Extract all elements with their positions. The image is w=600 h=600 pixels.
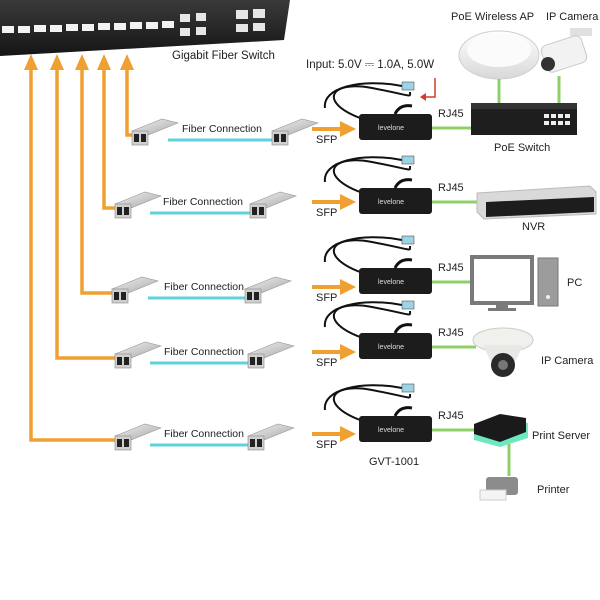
- sfp-module-switch-side: [131, 118, 179, 146]
- media-converter: levelone: [359, 258, 432, 294]
- power-input-note: Input: 5.0V ⎓ 1.0A, 5.0W: [306, 59, 435, 71]
- sfp-module-switch-side: [111, 276, 159, 304]
- fiber-connection-label: Fiber Connection: [164, 428, 244, 440]
- usb-plug-icon: [401, 155, 415, 165]
- printer-icon: [479, 477, 518, 501]
- uplink-arrowhead: [120, 54, 134, 70]
- sfp-module-switch-side: [114, 191, 162, 219]
- uplink-5: [24, 54, 119, 442]
- converter-brand-logo: levelone: [378, 199, 404, 206]
- poe-wireless-ap-icon: [458, 30, 540, 80]
- link-row-5: levelone: [114, 383, 474, 451]
- fiber-connection-label: Fiber Connection: [164, 281, 244, 293]
- sfp-label: SFP: [316, 207, 338, 219]
- ip-camera-dome-icon: [472, 327, 534, 377]
- sfp-label: SFP: [316, 357, 338, 369]
- link-rows: levelone levelone levelone levelone levelone: [111, 81, 480, 451]
- link-row-1: levelone: [131, 81, 471, 146]
- device-label-print-server: Print Server: [532, 430, 591, 442]
- uplink-4: [50, 54, 119, 360]
- rj45-label: RJ45: [438, 108, 464, 120]
- device-label-pc: PC: [567, 277, 583, 289]
- printer-label: Printer: [537, 484, 570, 496]
- link-row-4: levelone: [114, 300, 476, 369]
- switch-rj45-ports: [180, 9, 265, 36]
- device-label-ip-camera: IP Camera: [541, 355, 594, 367]
- uplink-arrowhead: [75, 54, 89, 70]
- rj45-label: RJ45: [438, 182, 464, 194]
- device-label-poe-switch: PoE Switch: [494, 142, 551, 154]
- converter-brand-logo: levelone: [378, 427, 404, 434]
- device-label-nvr: NVR: [522, 221, 546, 233]
- sfp-label: SFP: [316, 134, 338, 146]
- uplink-arrowhead: [97, 54, 111, 70]
- media-converter: levelone: [359, 104, 432, 140]
- core-switch-label: Gigabit Fiber Switch: [172, 50, 275, 62]
- ip-camera-bullet-icon: [540, 28, 592, 73]
- uplink-lines: [24, 54, 136, 442]
- print-server-icon: [474, 414, 528, 447]
- rj45-label: RJ45: [438, 327, 464, 339]
- sfp-module-converter-side: [247, 423, 295, 451]
- power-cable: [332, 239, 412, 273]
- media-converter: levelone: [359, 323, 432, 359]
- nvr-icon: [476, 185, 597, 220]
- usb-plug-icon: [401, 383, 415, 393]
- poe-switch-icon: [471, 103, 577, 135]
- power-cable: [332, 159, 412, 193]
- power-input-arrow: [420, 78, 436, 101]
- pc-icon: [470, 255, 559, 311]
- converter-model-label: GVT-1001: [369, 456, 420, 468]
- sfp-module-converter-side: [271, 118, 319, 146]
- power-cable: [332, 387, 412, 421]
- fiber-connection-label: Fiber Connection: [163, 196, 243, 208]
- sfp-module-converter-side: [244, 276, 292, 304]
- sfp-module-switch-side: [114, 423, 162, 451]
- fiber-connection-label: Fiber Connection: [164, 346, 244, 358]
- uplink-2: [97, 54, 119, 210]
- link-row-2: levelone: [114, 155, 480, 219]
- sfp-module-converter-side: [247, 341, 295, 369]
- sfp-module-converter-side: [249, 191, 297, 219]
- converter-brand-logo: levelone: [378, 125, 404, 132]
- usb-plug-icon: [401, 300, 415, 310]
- gigabit-fiber-switch: [0, 0, 290, 56]
- usb-plug-icon: [401, 81, 415, 91]
- uplink-arrowhead: [24, 54, 38, 70]
- media-converter: levelone: [359, 178, 432, 214]
- uplink-arrowhead: [50, 54, 64, 70]
- link-row-3: levelone: [111, 235, 472, 304]
- ip-camera-top-label: IP Camera: [546, 11, 599, 23]
- rj45-label: RJ45: [438, 410, 464, 422]
- rj45-label: RJ45: [438, 262, 464, 274]
- uplink-3: [75, 54, 116, 295]
- sfp-label: SFP: [316, 439, 338, 451]
- power-cable: [332, 85, 412, 119]
- usb-plug-icon: [401, 235, 415, 245]
- sfp-label: SFP: [316, 292, 338, 304]
- converter-brand-logo: levelone: [378, 344, 404, 351]
- poe-wireless-ap-label: PoE Wireless AP: [451, 11, 535, 23]
- converter-brand-logo: levelone: [378, 279, 404, 286]
- uplink-1: [120, 54, 136, 137]
- sfp-module-switch-side: [114, 341, 162, 369]
- power-cable: [332, 304, 412, 338]
- switch-sfp-ports: [2, 21, 174, 33]
- media-converter: levelone: [359, 406, 432, 442]
- fiber-connection-label: Fiber Connection: [182, 123, 262, 135]
